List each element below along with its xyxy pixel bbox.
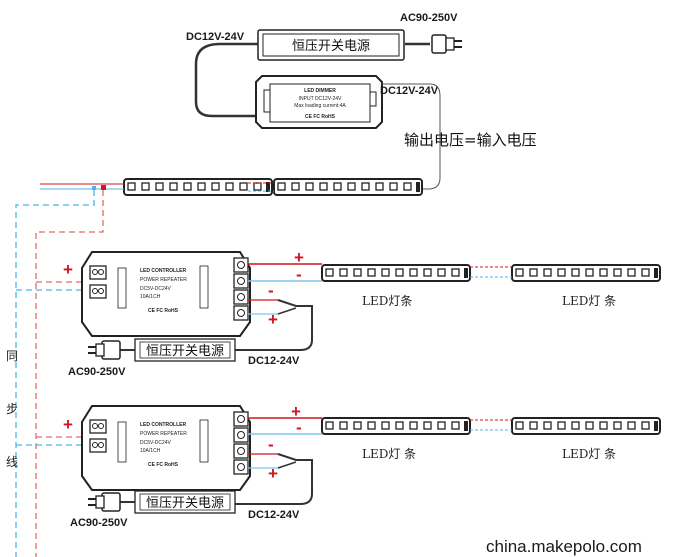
unit-1-plug-icon — [87, 340, 121, 360]
unit-1-controller-amp: 10A/1CH — [140, 294, 161, 300]
sync-label-char-1: 同 — [6, 349, 18, 363]
unit-1-led-controller: LED CONTROLLER POWER REPEATER DC5V-DC24V… — [81, 251, 251, 337]
unit-1-controller-cert: CE FC RoHS — [148, 308, 179, 314]
unit-2-dc-label: DC12-24V — [248, 509, 300, 521]
unit-1-led-strip-1 — [321, 264, 471, 282]
dimmer-output-voltage-label: DC12V-24V — [380, 85, 439, 97]
unit-2-led-strip-1 — [321, 417, 471, 435]
unit-2-strip-label-1: LED灯 条 — [362, 447, 416, 461]
watermark-text: china.makepolo.com — [486, 537, 642, 556]
unit-2-power-plus: + — [268, 464, 278, 483]
sync-label-char-2: 步 — [6, 402, 18, 416]
unit-1-output-minus: - — [296, 265, 302, 284]
unit-2-plug-icon — [87, 492, 121, 512]
unit-1: + LED CONTROLLER POWER REPEATER DC5V-DC2… — [63, 248, 661, 378]
junction-red — [101, 185, 106, 190]
unit-1-led-strip-2 — [511, 264, 661, 282]
top-psu-label: 恒压开关电源 — [292, 39, 370, 54]
top-led-strip-2 — [273, 178, 423, 196]
dimmer-output-cable — [382, 83, 441, 190]
psu-to-dimmer-cable — [194, 42, 262, 118]
unit-2-controller-cert: CE FC RoHS — [148, 462, 179, 468]
led-dimmer: LED DIMMER INPUT DC12V-24V Max loading c… — [255, 75, 383, 129]
unit-2-ac-label: AC90-250V — [70, 517, 128, 529]
unit-2-output-plus: + — [291, 402, 301, 421]
unit-2-power-minus: - — [268, 435, 274, 454]
voltage-note: 输出电压=输入电压 — [404, 131, 537, 149]
dimmer-cert: CE FC RoHS — [305, 114, 336, 120]
unit-2: + LED CONTROLLER POWER REPEATER DC5V-DC2… — [63, 402, 661, 529]
dimmer-input: INPUT DC12V-24V — [299, 96, 342, 102]
top-led-strip-1 — [123, 178, 273, 196]
top-section: DC12V-24V AC90-250V 恒压开关电源 LED DIMMER IN… — [40, 12, 537, 196]
unit-2-controller-amp: 10A/1CH — [140, 448, 161, 454]
top-plug-icon — [431, 34, 462, 54]
unit-1-controller-title: LED CONTROLLER — [140, 268, 186, 274]
unit-1-input-plus: + — [63, 260, 73, 279]
unit-2-led-controller: LED CONTROLLER POWER REPEATER DC5V-DC24V… — [81, 405, 251, 491]
sync-label-char-3: 线 — [6, 455, 18, 469]
unit-2-controller-sub: POWER REPEATER — [140, 431, 187, 437]
dimmer-title: LED DIMMER — [304, 88, 336, 94]
unit-2-controller-volt: DC5V-DC24V — [140, 440, 172, 446]
unit-1-dc-label: DC12-24V — [248, 355, 300, 367]
unit-1-output-plus: + — [294, 248, 304, 267]
unit-2-strip-label-2: LED灯 条 — [562, 447, 616, 461]
unit-1-controller-sub: POWER REPEATER — [140, 277, 187, 283]
unit-1-ac-label: AC90-250V — [68, 366, 126, 378]
unit-2-input-plus: + — [63, 415, 73, 434]
unit-1-controller-volt: DC5V-DC24V — [140, 286, 172, 292]
unit-1-power-plus: + — [268, 310, 278, 329]
unit-1-power-minus: - — [268, 281, 274, 300]
unit-2-controller-title: LED CONTROLLER — [140, 422, 186, 428]
unit-1-strip-label-1: LED灯条 — [362, 294, 412, 308]
unit-2-psu-label: 恒压开关电源 — [146, 496, 224, 511]
dimmer-max-current: Max loading current:4A — [294, 103, 346, 109]
top-dc-voltage-label: DC12V-24V — [186, 31, 245, 43]
unit-1-strip-label-2: LED灯 条 — [562, 294, 616, 308]
junction-blue — [92, 186, 96, 190]
unit-1-psu-label: 恒压开关电源 — [146, 344, 224, 359]
unit-2-output-minus: - — [296, 418, 302, 437]
top-ac-voltage-label: AC90-250V — [400, 12, 458, 24]
unit-2-led-strip-2 — [511, 417, 661, 435]
